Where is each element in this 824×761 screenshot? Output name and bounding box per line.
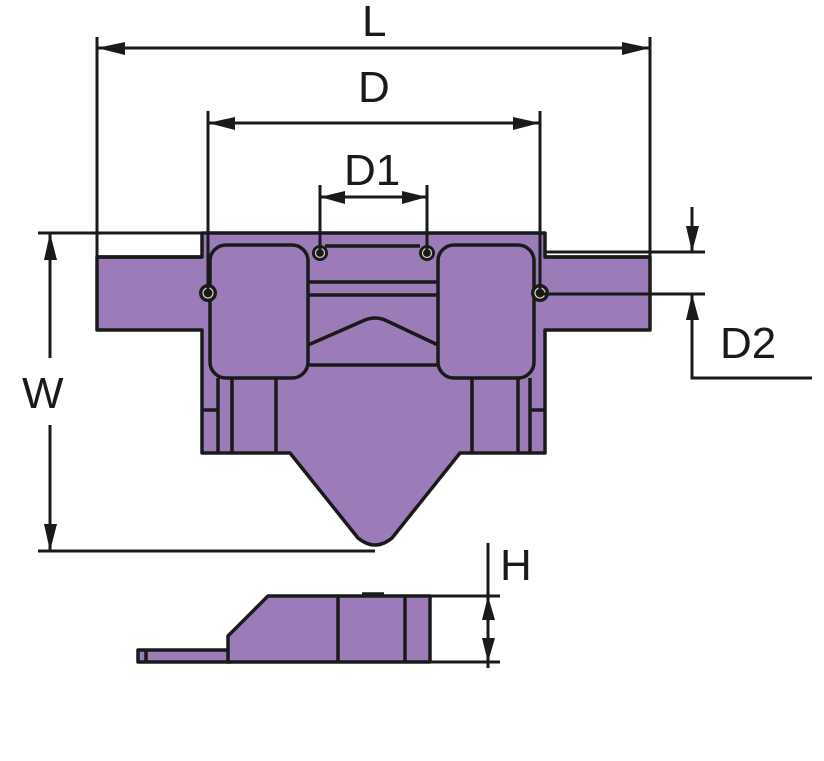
left-wing bbox=[95, 231, 652, 547]
dimension-W: W bbox=[22, 231, 375, 553]
label-L: L bbox=[362, 0, 386, 46]
side-tab bbox=[136, 648, 232, 664]
label-D2: D2 bbox=[720, 319, 776, 368]
label-D: D bbox=[358, 63, 390, 112]
label-D1: D1 bbox=[344, 146, 400, 195]
dimension-L: L bbox=[95, 0, 652, 330]
left-pad bbox=[208, 243, 310, 380]
label-H: H bbox=[500, 541, 532, 590]
top-view bbox=[95, 231, 652, 547]
channel-ramp bbox=[307, 316, 439, 347]
side-view bbox=[136, 592, 432, 664]
side-body bbox=[226, 594, 432, 664]
dimension-H: H bbox=[430, 541, 532, 668]
label-W: W bbox=[22, 369, 64, 418]
dimension-D2: D2 bbox=[540, 207, 812, 380]
dimension-D: D bbox=[206, 63, 542, 293]
dimension-D1: D1 bbox=[318, 146, 429, 253]
right-pad bbox=[436, 243, 536, 380]
